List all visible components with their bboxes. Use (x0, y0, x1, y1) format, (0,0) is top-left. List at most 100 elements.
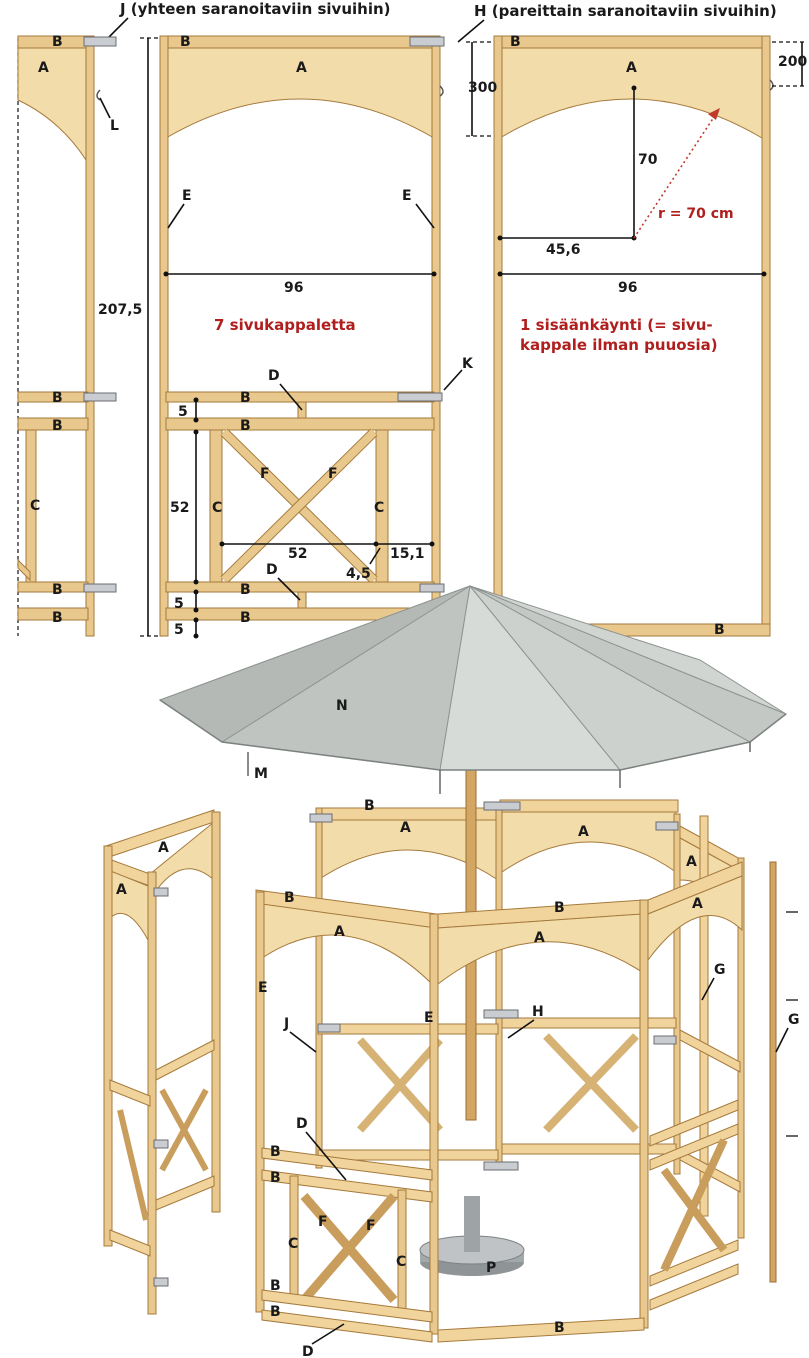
part-label: C (288, 1236, 298, 1252)
part-label: A (158, 840, 169, 856)
part-label: A (686, 854, 697, 870)
part-label: B (270, 1278, 281, 1294)
part-label: C (212, 500, 222, 516)
part-label: D (296, 1116, 308, 1132)
hinge-icon (153, 887, 169, 897)
hinge-icon (655, 821, 679, 831)
left-partial-panel (17, 35, 117, 637)
hinge-icon (419, 583, 445, 593)
radius-note: r = 70 cm (658, 206, 734, 222)
part-label: L (110, 118, 119, 134)
rail-height-value: 52 (170, 500, 189, 516)
part-label: B (270, 1170, 281, 1186)
top-300-value: 300 (468, 80, 497, 96)
rail-width-value: 52 (288, 546, 307, 562)
hinge-icon (483, 1161, 519, 1171)
hook-icon (96, 89, 101, 101)
part-label: B (240, 390, 251, 406)
part-label: G (788, 1012, 800, 1028)
part-label: A (334, 924, 345, 940)
part-label: B (240, 418, 251, 434)
part-label: A (692, 896, 703, 912)
part-label: D (266, 562, 278, 578)
part-label: A (116, 882, 127, 898)
part-label: J (283, 1016, 289, 1032)
part-label: B (284, 890, 295, 906)
part-label: F (318, 1214, 328, 1230)
part-label: B (240, 582, 251, 598)
k-bracket-icon (397, 392, 443, 402)
part-label: B (554, 1320, 565, 1336)
entrance-panel-drawing (493, 35, 774, 637)
part-label: C (30, 498, 40, 514)
part-label: B (270, 1304, 281, 1320)
part-label: B (554, 900, 565, 916)
hinge-icon (483, 801, 521, 811)
entrance-note-line2: kappale ilman puuosia) (520, 336, 718, 354)
hinge-h-leader (457, 19, 485, 43)
width-mid-value: 96 (284, 280, 303, 296)
side-panel-drawing (159, 35, 445, 637)
part-label: A (534, 930, 545, 946)
part-label: E (182, 188, 192, 204)
part-label: B (52, 418, 63, 434)
entrance-note-line1: 1 sisäänkäynti (= sivu- (520, 316, 713, 334)
hook-icon (439, 85, 444, 97)
part-label: A (578, 824, 589, 840)
gap-value: 5 (178, 404, 188, 420)
gazebo-3d-illustration (103, 584, 798, 1343)
part-label: F (260, 466, 270, 482)
part-label: A (296, 60, 307, 76)
width-right-value: 96 (618, 280, 637, 296)
part-label: D (268, 368, 280, 384)
hinge-icon (409, 36, 445, 47)
part-label: B (180, 34, 191, 50)
part-label: P (486, 1260, 496, 1276)
hinge-icon (83, 392, 117, 402)
rail-thickness-value: 4,5 (346, 566, 371, 582)
part-label: E (258, 980, 268, 996)
part-label: C (396, 1254, 406, 1270)
hinge-j-leader (107, 17, 129, 39)
side-panels-note: 7 sivukappaletta (214, 316, 356, 334)
part-label: N (336, 698, 348, 714)
part-label: E (402, 188, 412, 204)
part-label: A (400, 820, 411, 836)
hinge-icon (653, 1035, 677, 1045)
part-label: B (52, 582, 63, 598)
rail-offset-value: 15,1 (390, 546, 425, 562)
part-label: F (328, 466, 338, 482)
part-label: K (462, 356, 474, 372)
gap-value: 5 (174, 622, 184, 638)
part-label: H (532, 1004, 544, 1020)
part-label: C (374, 500, 384, 516)
hinge-j-header: J (yhteen saranoitaviin sivuihin) (119, 0, 391, 18)
arc-height-value: 70 (638, 152, 658, 168)
hinge-icon (153, 1277, 169, 1287)
part-label: A (626, 60, 637, 76)
hinge-h-header: H (pareittain saranoitaviin sivuihin) (474, 2, 777, 20)
part-label: M (254, 766, 268, 782)
height-total-value: 207,5 (98, 302, 142, 318)
part-label: B (270, 1144, 281, 1160)
part-label: E (424, 1010, 434, 1026)
part-label: A (38, 60, 49, 76)
height-dimension (140, 37, 162, 637)
hinge-icon (317, 1023, 341, 1033)
hinge-icon (83, 583, 117, 593)
part-label: D (302, 1344, 314, 1358)
hinge-icon (309, 813, 333, 823)
hinge-icon (153, 1139, 169, 1149)
hinge-icon (83, 36, 117, 47)
part-label: B (52, 34, 63, 50)
top-200-value: 200 (778, 54, 807, 70)
part-label: F (366, 1218, 376, 1234)
hinge-icon (483, 1009, 519, 1019)
part-label: B (52, 610, 63, 626)
part-label: B (364, 798, 375, 814)
part-label: B (240, 610, 251, 626)
gap-value: 5 (174, 596, 184, 612)
part-label: G (714, 962, 726, 978)
part-label: B (52, 390, 63, 406)
